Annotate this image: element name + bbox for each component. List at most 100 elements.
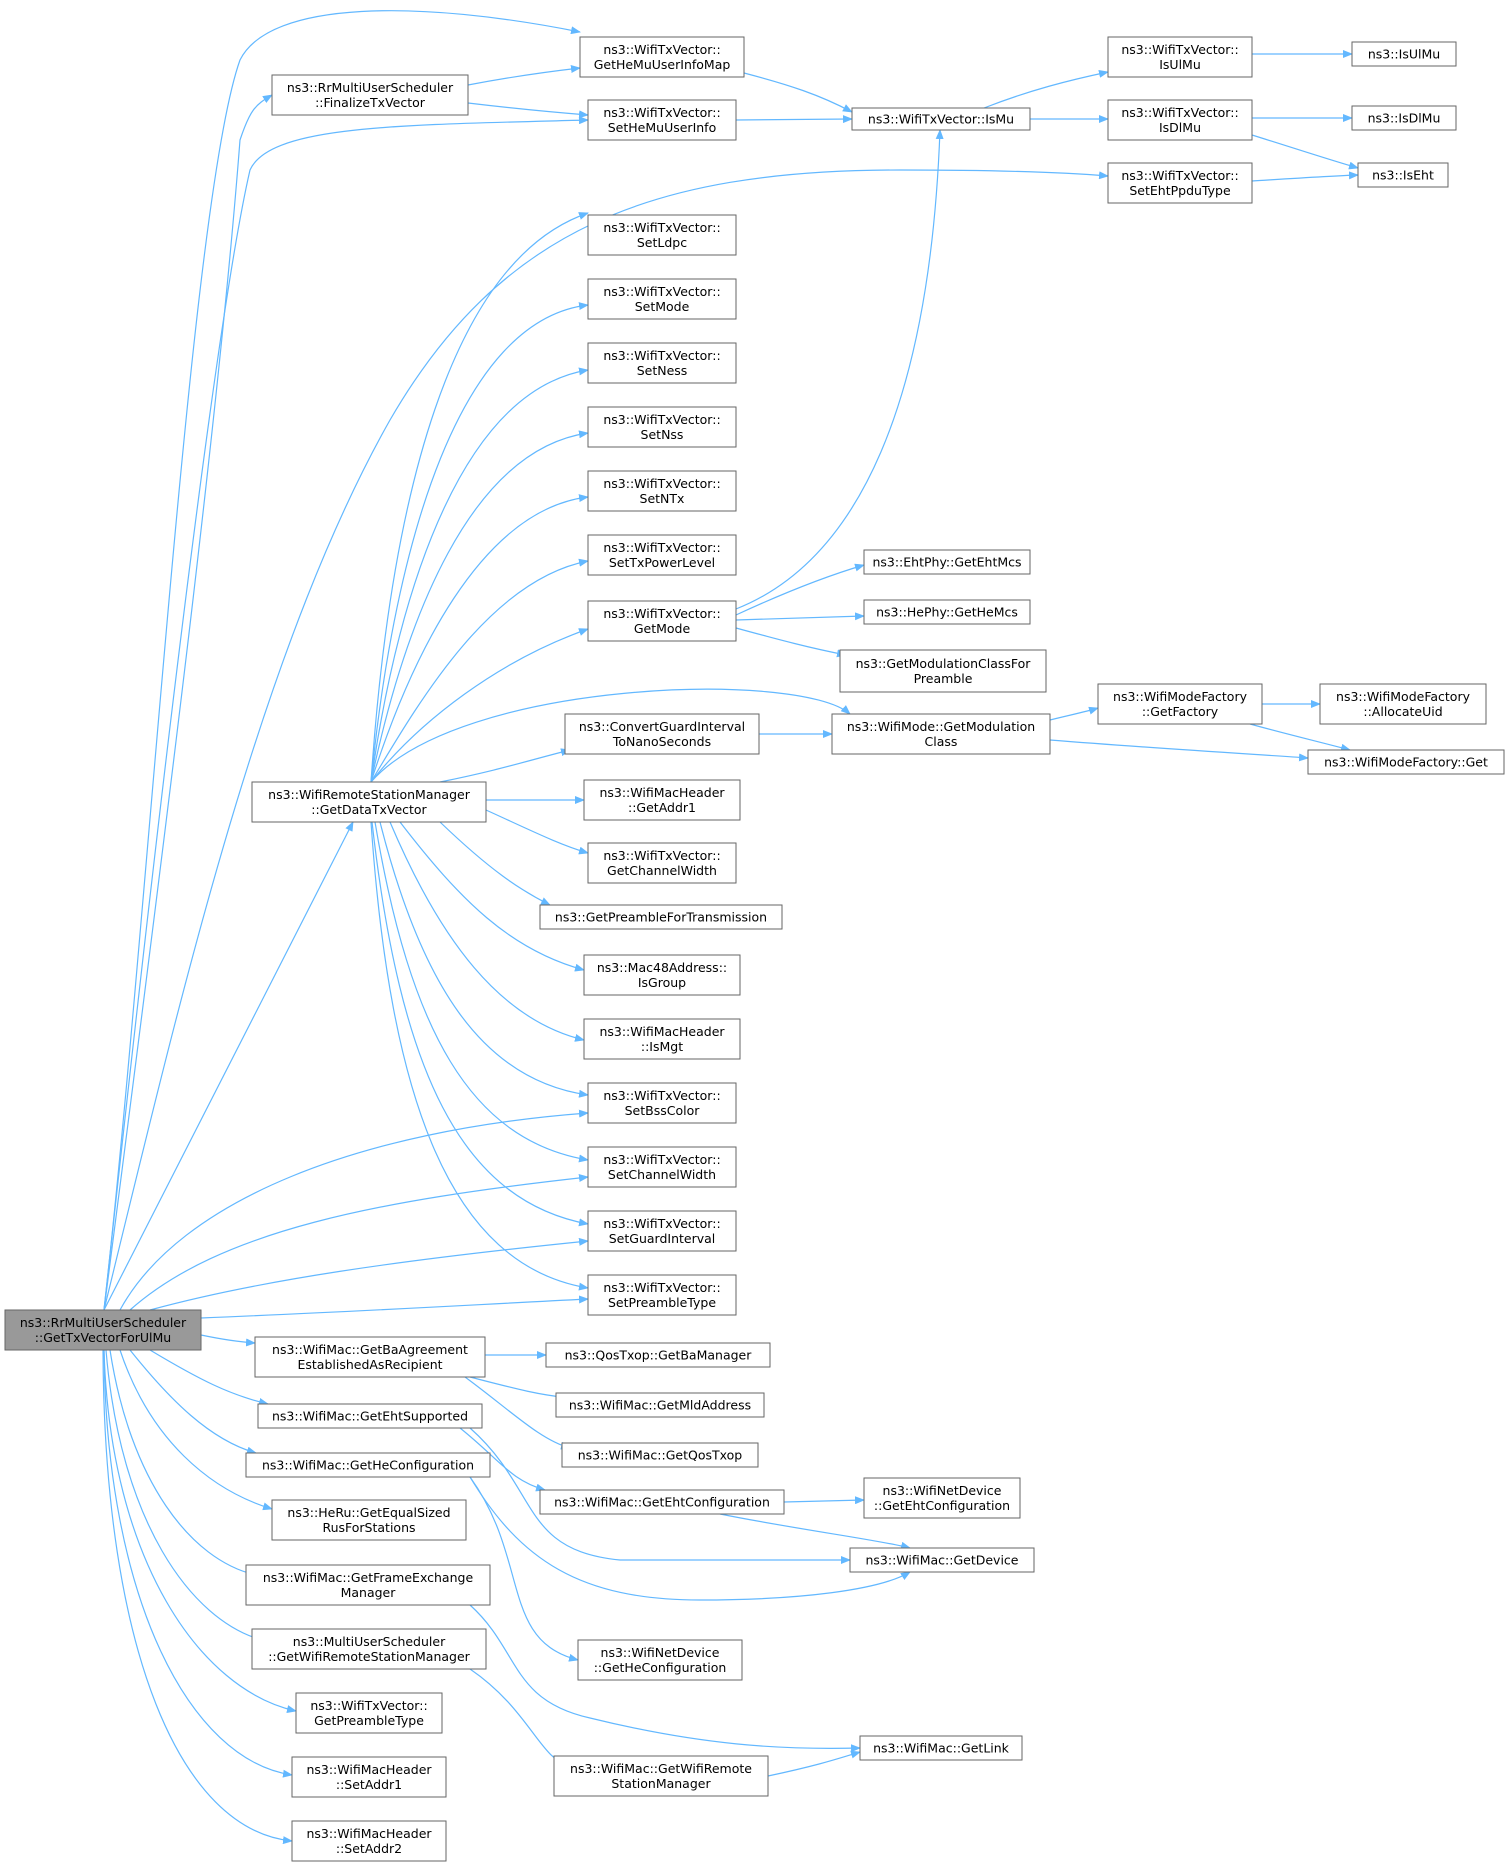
node-tvIsUlMu[interactable]: ns3::WifiTxVector::IsUlMu [1107, 36, 1253, 78]
node-box[interactable] [1357, 162, 1449, 188]
node-box[interactable] [295, 1692, 443, 1734]
node-getQosTxop[interactable]: ns3::WifiMac::GetQosTxop [561, 1442, 759, 1468]
node-getHeMcs[interactable]: ns3::HePhy::GetHeMcs [863, 599, 1031, 625]
node-setEhtPpdu[interactable]: ns3::WifiTxVector::SetEhtPpduType [1107, 162, 1253, 204]
node-setGI[interactable]: ns3::WifiTxVector::SetGuardInterval [587, 1210, 737, 1252]
node-box[interactable] [587, 342, 737, 384]
node-box[interactable] [539, 904, 783, 930]
node-box[interactable] [579, 36, 745, 78]
node-box[interactable] [587, 278, 737, 320]
node-setMode[interactable]: ns3::WifiTxVector::SetMode [587, 278, 737, 320]
node-box[interactable] [583, 779, 741, 821]
node-root[interactable]: ns3::RrMultiUserScheduler::GetTxVectorFo… [4, 1309, 202, 1351]
node-box[interactable] [271, 1499, 467, 1541]
node-setNss[interactable]: ns3::WifiTxVector::SetNss [587, 406, 737, 448]
node-isDlMu[interactable]: ns3::IsDlMu [1351, 105, 1457, 131]
node-getMld[interactable]: ns3::WifiMac::GetMldAddress [555, 1392, 765, 1418]
node-tvIsDlMu[interactable]: ns3::WifiTxVector::IsDlMu [1107, 99, 1253, 141]
node-getAddr1[interactable]: ns3::WifiMacHeader::GetAddr1 [583, 779, 741, 821]
node-getEhtMcs[interactable]: ns3::EhtPhy::GetEhtMcs [863, 549, 1031, 575]
node-musGetWrsm[interactable]: ns3::MultiUserScheduler::GetWifiRemoteSt… [251, 1628, 487, 1670]
node-setAddr2[interactable]: ns3::WifiMacHeader::SetAddr2 [291, 1820, 447, 1862]
node-box[interactable] [4, 1309, 202, 1351]
node-getFactory[interactable]: ns3::WifiModeFactory::GetFactory [1097, 683, 1263, 725]
node-setLdpc[interactable]: ns3::WifiTxVector::SetLdpc [587, 214, 737, 256]
node-ndEhtConf[interactable]: ns3::WifiNetDevice::GetEhtConfiguration [863, 1477, 1021, 1519]
node-box[interactable] [587, 470, 737, 512]
node-box[interactable] [587, 1146, 737, 1188]
node-box[interactable] [851, 107, 1031, 131]
node-box[interactable] [863, 549, 1031, 575]
node-box[interactable] [251, 781, 487, 823]
node-box[interactable] [1351, 105, 1457, 131]
node-box[interactable] [587, 1274, 737, 1316]
node-box[interactable] [561, 1442, 759, 1468]
node-box[interactable] [564, 713, 760, 755]
node-getPreType[interactable]: ns3::WifiTxVector::GetPreambleType [295, 1692, 443, 1734]
node-isUlMu[interactable]: ns3::IsUlMu [1351, 41, 1457, 67]
node-getDataTx[interactable]: ns3::WifiRemoteStationManager::GetDataTx… [251, 781, 487, 823]
node-box[interactable] [1319, 683, 1487, 725]
node-getBaManager[interactable]: ns3::QosTxop::GetBaManager [545, 1342, 771, 1368]
node-getDevice[interactable]: ns3::WifiMac::GetDevice [849, 1547, 1035, 1573]
node-box[interactable] [1307, 749, 1505, 775]
node-box[interactable] [587, 534, 737, 576]
node-box[interactable] [849, 1547, 1035, 1573]
node-box[interactable] [577, 1639, 743, 1681]
node-factoryGet[interactable]: ns3::WifiModeFactory::Get [1307, 749, 1505, 775]
node-box[interactable] [251, 1628, 487, 1670]
node-box[interactable] [839, 649, 1047, 693]
node-getBaAgree[interactable]: ns3::WifiMac::GetBaAgreementEstablishedA… [254, 1336, 486, 1378]
node-ndHeConf[interactable]: ns3::WifiNetDevice::GetHeConfiguration [577, 1639, 743, 1681]
node-isEht[interactable]: ns3::IsEht [1357, 162, 1449, 188]
node-setNess[interactable]: ns3::WifiTxVector::SetNess [587, 342, 737, 384]
node-box[interactable] [1097, 683, 1263, 725]
node-setTxPower[interactable]: ns3::WifiTxVector::SetTxPowerLevel [587, 534, 737, 576]
node-box[interactable] [587, 1210, 737, 1252]
node-getEhtConf[interactable]: ns3::WifiMac::GetEhtConfiguration [539, 1489, 785, 1515]
node-box[interactable] [1107, 36, 1253, 78]
node-box[interactable] [245, 1452, 491, 1478]
node-box[interactable] [587, 99, 737, 141]
node-box[interactable] [545, 1342, 771, 1368]
node-getEhtSup[interactable]: ns3::WifiMac::GetEhtSupported [257, 1403, 483, 1429]
node-isMgt[interactable]: ns3::WifiMacHeader::IsMgt [583, 1018, 741, 1060]
node-box[interactable] [831, 713, 1051, 755]
node-box[interactable] [863, 1477, 1021, 1519]
node-box[interactable] [1107, 99, 1253, 141]
node-box[interactable] [583, 1018, 741, 1060]
node-box[interactable] [291, 1820, 447, 1862]
node-isMu[interactable]: ns3::WifiTxVector::IsMu [851, 107, 1031, 131]
node-box[interactable] [587, 1082, 737, 1124]
node-setBss[interactable]: ns3::WifiTxVector::SetBssColor [587, 1082, 737, 1124]
node-box[interactable] [553, 1755, 769, 1797]
node-setPreamble[interactable]: ns3::WifiTxVector::SetPreambleType [587, 1274, 737, 1316]
node-box[interactable] [587, 214, 737, 256]
node-getChWidth[interactable]: ns3::WifiTxVector::GetChannelWidth [587, 842, 737, 884]
node-box[interactable] [1107, 162, 1253, 204]
node-setChWidth[interactable]: ns3::WifiTxVector::SetChannelWidth [587, 1146, 737, 1188]
node-setNTx[interactable]: ns3::WifiTxVector::SetNTx [587, 470, 737, 512]
node-box[interactable] [539, 1489, 785, 1515]
node-macGetWrsm[interactable]: ns3::WifiMac::GetWifiRemoteStationManage… [553, 1755, 769, 1797]
node-getLink[interactable]: ns3::WifiMac::GetLink [859, 1735, 1023, 1761]
node-finalize[interactable]: ns3::RrMultiUserScheduler::FinalizeTxVec… [271, 74, 469, 116]
node-box[interactable] [583, 954, 741, 996]
node-isGroup[interactable]: ns3::Mac48Address::IsGroup [583, 954, 741, 996]
node-getPreambleTx[interactable]: ns3::GetPreambleForTransmission [539, 904, 783, 930]
node-box[interactable] [555, 1392, 765, 1418]
node-box[interactable] [271, 74, 469, 116]
node-setAddr1[interactable]: ns3::WifiMacHeader::SetAddr1 [291, 1756, 447, 1798]
node-box[interactable] [245, 1564, 491, 1606]
node-box[interactable] [291, 1756, 447, 1798]
node-getHeMuMap[interactable]: ns3::WifiTxVector::GetHeMuUserInfoMap [579, 36, 745, 78]
node-getHeConf[interactable]: ns3::WifiMac::GetHeConfiguration [245, 1452, 491, 1478]
node-setHeMuInfo[interactable]: ns3::WifiTxVector::SetHeMuUserInfo [587, 99, 737, 141]
node-box[interactable] [587, 406, 737, 448]
node-box[interactable] [1351, 41, 1457, 67]
node-allocUid[interactable]: ns3::WifiModeFactory::AllocateUid [1319, 683, 1487, 725]
